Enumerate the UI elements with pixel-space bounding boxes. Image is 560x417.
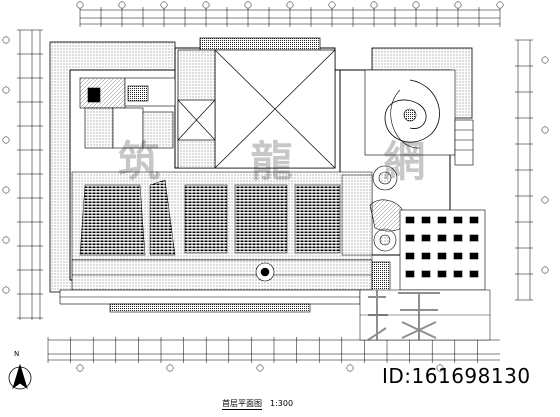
table bbox=[437, 234, 447, 242]
grid-bubble bbox=[256, 364, 264, 372]
grid-bubble bbox=[2, 186, 10, 194]
drawing-title: 首层平面图 bbox=[222, 399, 262, 410]
table bbox=[453, 216, 463, 224]
table bbox=[437, 270, 447, 278]
grid-axis-bubbles bbox=[2, 1, 549, 372]
grid-bubble bbox=[202, 1, 210, 9]
grid-bubble bbox=[2, 36, 10, 44]
grid-bubble bbox=[346, 364, 354, 372]
table bbox=[405, 270, 415, 278]
grid-bubble bbox=[160, 1, 168, 9]
north-arrow-icon bbox=[8, 363, 32, 390]
table bbox=[437, 252, 447, 260]
table bbox=[421, 234, 431, 242]
grid-bubble bbox=[2, 236, 10, 244]
left-rooms bbox=[79, 77, 176, 149]
grid-bubble bbox=[412, 1, 420, 9]
auditorium-seating bbox=[71, 171, 373, 261]
front-lobby bbox=[59, 259, 373, 313]
grid-bubble bbox=[166, 364, 174, 372]
grid-bubble bbox=[541, 126, 549, 134]
stage-area bbox=[177, 37, 336, 169]
table bbox=[469, 216, 479, 224]
table bbox=[421, 216, 431, 224]
grid-bubble bbox=[541, 266, 549, 274]
top-dimension-lines bbox=[79, 7, 501, 27]
watermark-id: ID:161698130 bbox=[382, 364, 531, 388]
grid-bubble bbox=[2, 286, 10, 294]
north-label: N bbox=[14, 350, 20, 358]
grid-bubble bbox=[541, 56, 549, 64]
grid-bubble bbox=[76, 364, 84, 372]
grid-bubble bbox=[454, 1, 462, 9]
bottom-dimension-lines bbox=[47, 337, 500, 363]
table bbox=[453, 234, 463, 242]
table bbox=[421, 270, 431, 278]
grid-bubble bbox=[496, 1, 504, 9]
grid-bubble bbox=[328, 1, 336, 9]
table bbox=[469, 234, 479, 242]
grid-bubble bbox=[244, 1, 252, 9]
grid-bubble bbox=[436, 364, 444, 372]
watermark-logo-icon bbox=[367, 290, 440, 341]
grid-bubble bbox=[370, 1, 378, 9]
right-dimension-lines bbox=[515, 39, 533, 301]
drawing-scale: 1:300 bbox=[270, 399, 294, 408]
table bbox=[405, 252, 415, 260]
grid-bubble bbox=[76, 1, 84, 9]
table bbox=[453, 252, 463, 260]
watermark-site-name: 筑 龍 網 bbox=[118, 137, 464, 186]
table bbox=[405, 216, 415, 224]
table bbox=[453, 270, 463, 278]
table bbox=[437, 216, 447, 224]
right-wing bbox=[364, 69, 474, 252]
drawing-title-block: 首层平面图 1:300 bbox=[222, 398, 293, 410]
table bbox=[421, 252, 431, 260]
table bbox=[469, 252, 479, 260]
grid-bubble bbox=[541, 196, 549, 204]
grid-bubble bbox=[286, 1, 294, 9]
grid-bubble bbox=[118, 1, 126, 9]
grid-bubble bbox=[2, 136, 10, 144]
table bbox=[469, 270, 479, 278]
table bbox=[405, 234, 415, 242]
left-dimension-lines bbox=[17, 29, 43, 320]
grid-bubble bbox=[2, 86, 10, 94]
